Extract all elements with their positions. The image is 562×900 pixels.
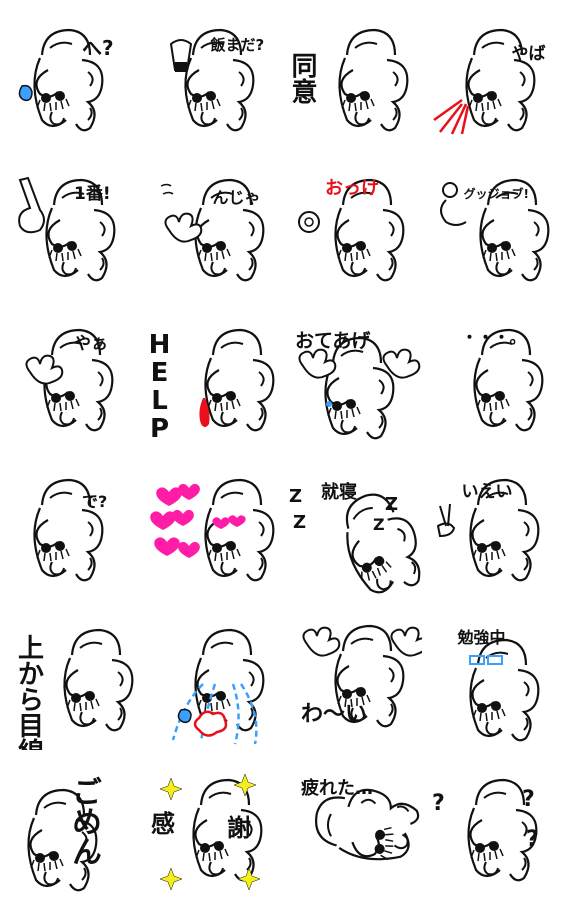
caption: 感謝 bbox=[141, 750, 143, 751]
face-drawing: ? ? ? bbox=[432, 778, 539, 882]
caption: 就寝 bbox=[321, 482, 357, 503]
svg-text:Z: Z bbox=[373, 515, 385, 534]
caption: おてあげ bbox=[295, 330, 371, 352]
caption: 1番! bbox=[74, 184, 111, 204]
caption: 勉強中 bbox=[457, 628, 506, 647]
svg-text:?: ? bbox=[522, 787, 535, 812]
face-drawing bbox=[309, 780, 422, 868]
sticker-good-job[interactable]: グッジョブ! bbox=[422, 150, 562, 300]
svg-text:Z: Z bbox=[293, 512, 306, 533]
sticker-crying[interactable] bbox=[141, 600, 282, 750]
sticker-tsukareta[interactable]: 疲れた… bbox=[281, 750, 422, 900]
sticker-dots[interactable]: ・・・。 bbox=[422, 300, 562, 450]
face-drawing bbox=[432, 28, 535, 135]
face-drawing bbox=[18, 176, 116, 282]
sticker-hearts[interactable] bbox=[141, 450, 282, 600]
face-drawing bbox=[149, 478, 274, 582]
face-drawing bbox=[171, 628, 264, 745]
caption: で? bbox=[82, 492, 108, 511]
sticker-kansha[interactable]: 感 謝 感謝 bbox=[141, 750, 282, 900]
sticker-doui[interactable]: 同意 bbox=[281, 0, 422, 150]
caption: 同意 bbox=[287, 52, 317, 104]
caption: やば bbox=[511, 44, 546, 64]
face-drawing bbox=[25, 328, 114, 432]
sticker-okke[interactable]: おっけ bbox=[281, 150, 422, 300]
face-drawing bbox=[298, 336, 421, 440]
caption: グッジョブ! bbox=[463, 187, 529, 201]
sticker-yaa[interactable]: やぁ bbox=[0, 300, 141, 450]
sticker-iei[interactable]: いえい bbox=[422, 450, 562, 600]
sticker-uekara-mesen[interactable]: 上から目線 bbox=[0, 600, 141, 750]
face-drawing bbox=[160, 178, 264, 282]
face-drawing bbox=[298, 178, 405, 282]
caption: 上から目線 bbox=[18, 634, 45, 750]
face-drawing bbox=[468, 638, 539, 742]
face-drawing bbox=[169, 28, 254, 132]
caption: ・・・。 bbox=[461, 328, 526, 347]
sticker-gomen[interactable]: ごめん bbox=[0, 750, 141, 900]
sticker-de[interactable]: で? bbox=[0, 450, 141, 600]
caption: HELP bbox=[144, 330, 175, 442]
svg-text:Z: Z bbox=[289, 486, 302, 507]
sticker-yaba[interactable]: やば bbox=[422, 0, 562, 150]
face-drawing bbox=[302, 624, 422, 728]
caption: いえい bbox=[461, 482, 513, 502]
caption-right: 謝 bbox=[227, 814, 251, 842]
sparkle-icon bbox=[158, 773, 261, 891]
face-drawing bbox=[33, 478, 104, 582]
sticker-benkyo[interactable]: 勉強中 bbox=[422, 600, 562, 750]
svg-text:?: ? bbox=[432, 791, 445, 816]
sticker-ichiban[interactable]: 1番! bbox=[0, 150, 141, 300]
face-drawing: 感 謝 bbox=[151, 773, 262, 891]
sticker-help[interactable]: HELP bbox=[141, 300, 282, 450]
caption: んじゃ bbox=[212, 188, 261, 207]
caption: 飯まだ? bbox=[210, 36, 265, 54]
face-drawing bbox=[436, 478, 539, 582]
face-drawing bbox=[439, 178, 549, 282]
face-drawing bbox=[18, 28, 104, 132]
caption-left: 感 bbox=[151, 810, 175, 838]
caption: ごめん bbox=[66, 776, 101, 866]
caption: わ〜い bbox=[301, 702, 368, 727]
face-drawing bbox=[198, 328, 274, 432]
sticker-waai[interactable]: わ〜い bbox=[281, 600, 422, 750]
svg-text:?: ? bbox=[526, 827, 539, 852]
sticker-shushin[interactable]: Z Z Z Z 就寝 bbox=[281, 450, 422, 600]
sticker-meshi-mada[interactable]: 飯まだ? bbox=[141, 0, 282, 150]
face-drawing bbox=[472, 328, 543, 432]
sticker-he[interactable]: へ? bbox=[0, 0, 141, 150]
sticker-oteage[interactable]: おてあげ bbox=[281, 300, 422, 450]
svg-text:Z: Z bbox=[385, 494, 398, 515]
caption: ??? bbox=[422, 750, 424, 751]
caption: へ? bbox=[82, 36, 114, 60]
caption: おっけ bbox=[325, 178, 379, 199]
sticker-question[interactable]: ? ? ? ??? bbox=[422, 750, 562, 900]
caption: 疲れた… bbox=[301, 778, 373, 799]
heart-icon bbox=[149, 483, 246, 558]
sticker-nja[interactable]: んじゃ bbox=[141, 150, 282, 300]
caption: やぁ bbox=[74, 334, 108, 354]
face-drawing: Z Z Z Z bbox=[289, 483, 422, 600]
